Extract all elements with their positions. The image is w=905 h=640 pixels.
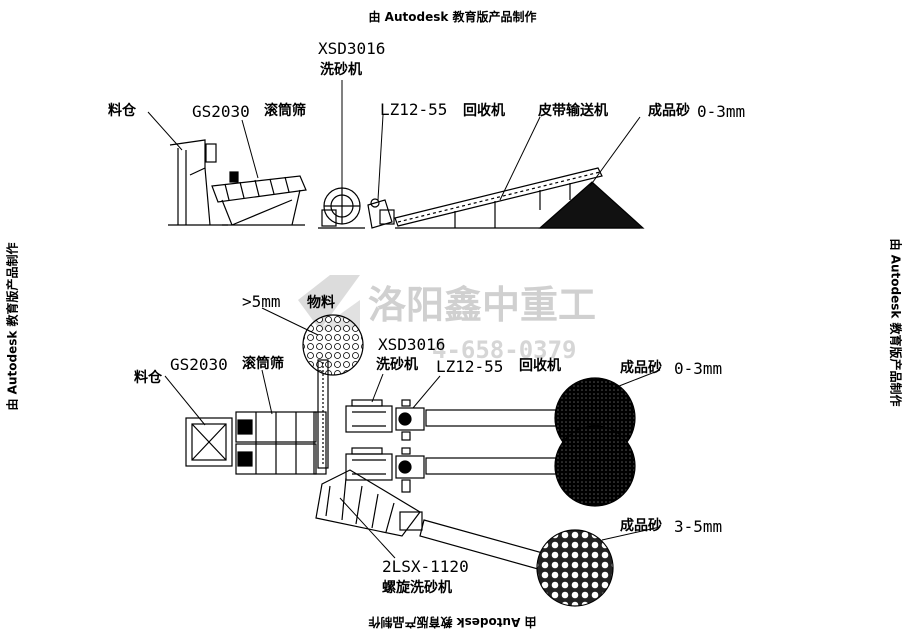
plan-spiral-washer bbox=[315, 469, 423, 537]
plan-oversize-conveyor bbox=[317, 359, 329, 469]
plan-spiral-model: 2LSX-1120 bbox=[382, 557, 469, 576]
plan-recycler-name: 回收机 bbox=[519, 357, 561, 374]
plan-washer-upper bbox=[345, 399, 393, 433]
side-wheel-washer bbox=[318, 187, 365, 229]
plan-feed-bin-label: 料仓 bbox=[134, 369, 163, 386]
side-trommel-model: GS2030 bbox=[192, 102, 250, 121]
plan-recycler-lower bbox=[395, 447, 425, 493]
watermark: 洛阳鑫中重工 4-658-0379 bbox=[298, 275, 596, 364]
plan-coarse-pile bbox=[536, 529, 614, 607]
side-feed-bin bbox=[168, 139, 228, 226]
plan-fine-product-size: 0-3mm bbox=[674, 359, 722, 378]
plan-washer-model: XSD3016 bbox=[378, 335, 445, 354]
plan-leaders bbox=[164, 307, 661, 559]
side-trommel-name: 滚筒筛 bbox=[264, 102, 306, 119]
side-conveyor-name: 皮带输送机 bbox=[537, 102, 608, 119]
plan-trommel-model: GS2030 bbox=[170, 355, 228, 374]
plan-oversize-name: 物料 bbox=[307, 294, 335, 311]
plan-spiral-name: 螺旋洗砂机 bbox=[382, 579, 452, 596]
plan-trommel-name: 滚筒筛 bbox=[242, 355, 284, 372]
side-product-name: 成品砂 bbox=[648, 102, 690, 119]
watermark-company: 洛阳鑫中重工 bbox=[368, 283, 596, 327]
side-recycler bbox=[367, 198, 395, 229]
plan-washer-name: 洗砂机 bbox=[376, 356, 418, 373]
side-feed-bin-label: 料仓 bbox=[108, 102, 137, 119]
plan-recycler-model: LZ12-55 bbox=[436, 357, 503, 376]
plan-fine-pile-lower bbox=[554, 425, 636, 507]
side-washer-model: XSD3016 bbox=[318, 39, 385, 58]
side-product-pile bbox=[538, 181, 645, 229]
plan-coarse-product-size: 3-5mm bbox=[674, 517, 722, 536]
side-trommel-screen bbox=[211, 171, 307, 226]
plan-feed-bin bbox=[185, 417, 233, 467]
plan-fine-product-name: 成品砂 bbox=[620, 359, 662, 376]
plan-coarse-product-name: 成品砂 bbox=[620, 517, 662, 534]
side-washer-name: 洗砂机 bbox=[320, 61, 362, 78]
plan-view bbox=[185, 314, 636, 607]
plan-oversize-size: >5mm bbox=[242, 292, 281, 311]
plan-oversize-pile bbox=[302, 314, 364, 376]
plan-trommel-screens bbox=[235, 411, 327, 475]
side-view bbox=[168, 139, 645, 229]
autodesk-stamp-top: 由 Autodesk 教育版产品制作 bbox=[368, 10, 537, 24]
side-recycler-name: 回收机 bbox=[463, 102, 505, 119]
side-leaders bbox=[147, 80, 641, 201]
plan-washer-lower bbox=[345, 447, 393, 481]
watermark-phone: 4-658-0379 bbox=[432, 336, 577, 364]
plan-recycler-upper bbox=[395, 399, 425, 441]
side-recycler-model: LZ12-55 bbox=[380, 100, 447, 119]
side-product-size: 0-3mm bbox=[697, 102, 745, 121]
